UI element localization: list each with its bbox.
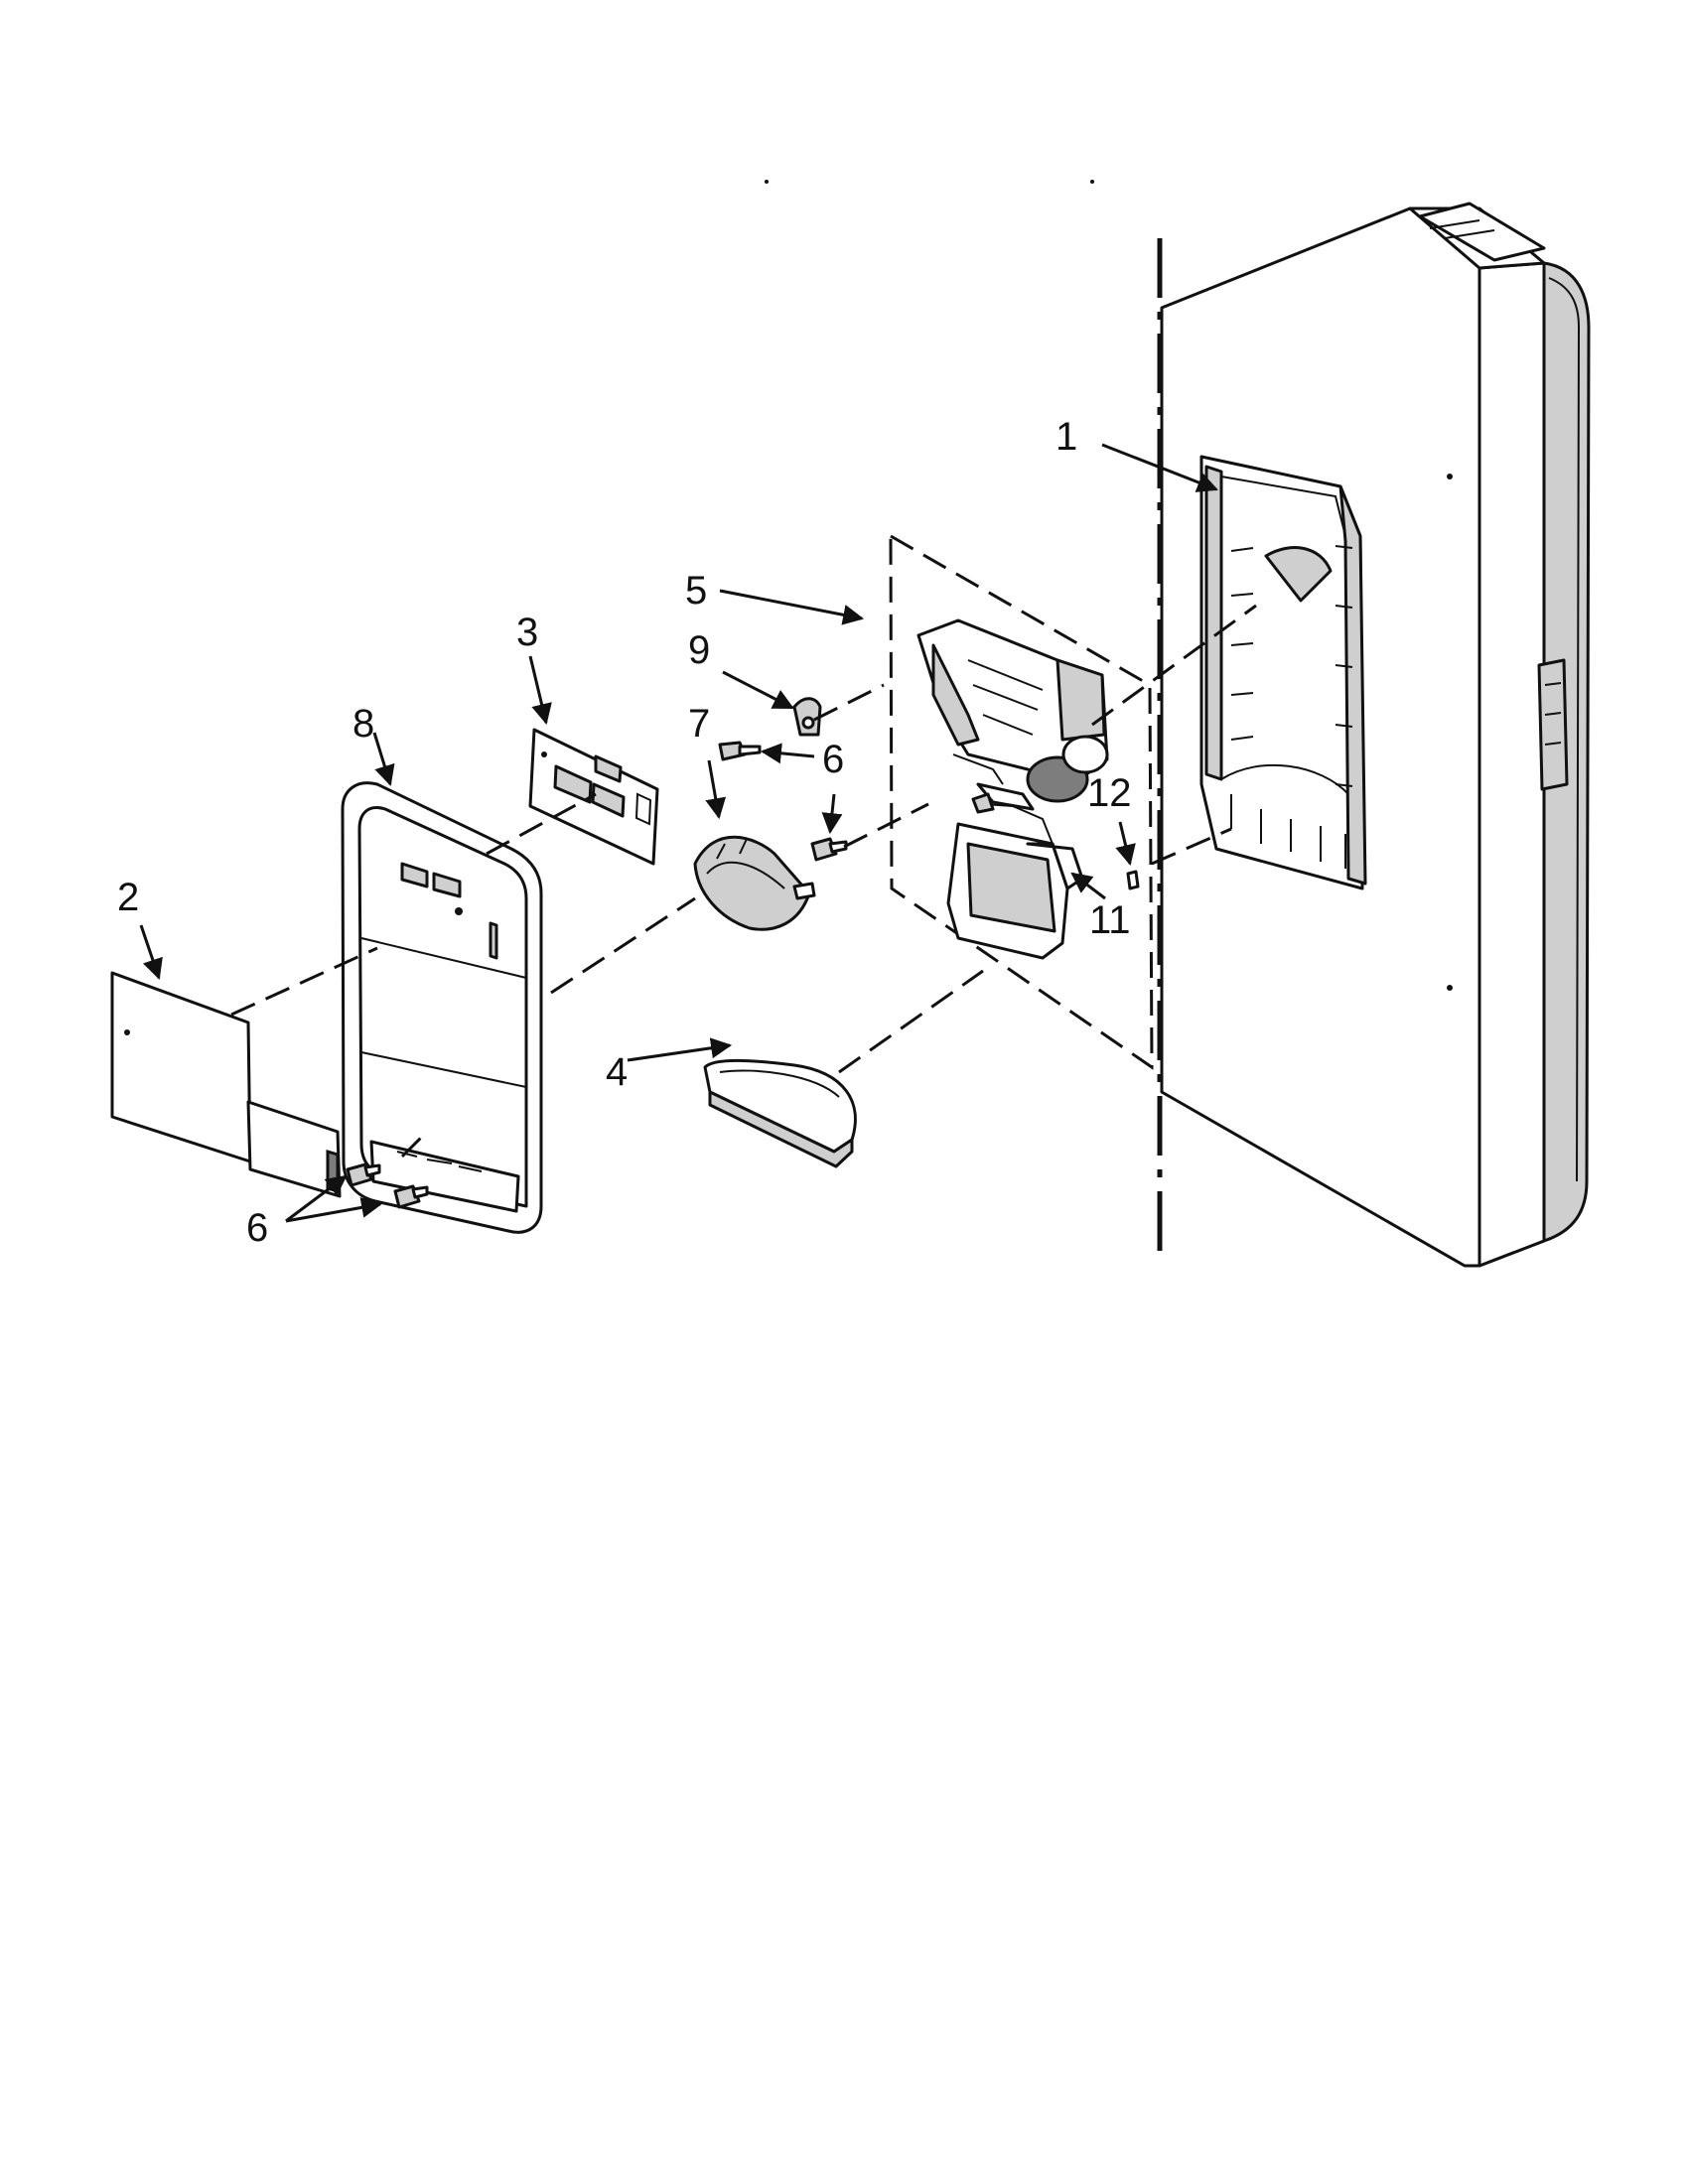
callouts: 1 2 3 4 5 6 6 6 7 8 9 11 12 — [117, 415, 1132, 1250]
part-12-spring — [1126, 870, 1140, 890]
callout-1: 1 — [1055, 415, 1077, 459]
callout-6-lower: 6 — [246, 1206, 268, 1250]
assembly-box-outline — [889, 533, 1154, 1070]
part-8-bezel — [341, 781, 543, 1234]
callout-12: 12 — [1087, 771, 1132, 815]
callout-3: 3 — [516, 611, 538, 654]
part-9-clip — [792, 697, 822, 737]
part-7-deflector — [693, 835, 816, 931]
callout-2: 2 — [117, 876, 139, 919]
screw — [810, 837, 848, 862]
callout-8: 8 — [352, 702, 374, 746]
part-1-dispenser-housing — [1199, 455, 1367, 890]
callout-4: 4 — [606, 1050, 628, 1094]
callout-6-upper: 6 — [822, 738, 844, 781]
part-4-drip-tray — [703, 1058, 857, 1168]
part-5-actuator-assembly — [916, 618, 1109, 811]
part-11-paddle — [946, 792, 1084, 960]
part-2-label-sheet — [110, 971, 342, 1198]
assembly-lines — [230, 604, 1257, 1159]
speck — [1090, 180, 1094, 184]
leader-arrows — [139, 443, 1218, 1223]
part-6-screws — [346, 741, 848, 1209]
callout-5: 5 — [685, 569, 707, 613]
callout-11: 11 — [1089, 898, 1131, 942]
screw — [393, 1184, 429, 1209]
speck — [765, 180, 769, 184]
callout-7: 7 — [688, 702, 710, 746]
screw — [718, 741, 762, 761]
callout-9: 9 — [688, 628, 710, 672]
screw — [346, 1162, 381, 1187]
